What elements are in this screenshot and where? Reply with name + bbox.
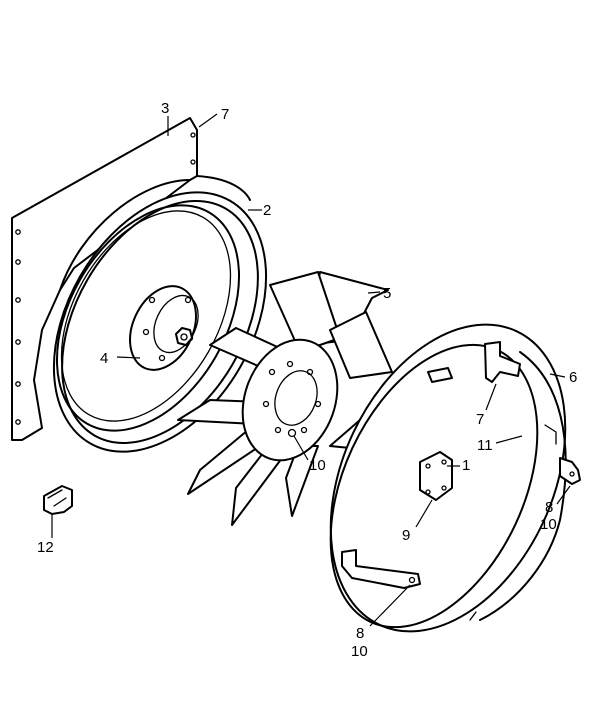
callout-7-shroud: 7 [221, 106, 229, 123]
fan-shroud [11, 117, 251, 441]
callout-2: 2 [263, 202, 271, 219]
fan-hub-pulley [129, 285, 199, 371]
callout-leaders [51, 113, 571, 627]
callout-12: 12 [37, 539, 54, 556]
callout-10-bottom: 10 [351, 643, 368, 660]
callout-9: 9 [402, 527, 410, 544]
retaining-clip [43, 485, 73, 515]
callout-8-right: 8 [545, 499, 553, 516]
callout-6: 6 [569, 369, 577, 386]
callout-11: 11 [477, 437, 493, 454]
callout-3: 3 [161, 100, 169, 117]
callout-10-right: 10 [540, 516, 557, 533]
callout-8-bottom: 8 [356, 625, 364, 642]
callout-10-fan: 10 [309, 457, 326, 474]
callout-1: 1 [462, 457, 470, 474]
callout-labels: 3 7 2 5 4 6 7 11 10 1 8 10 9 12 8 10 [37, 100, 577, 660]
callout-7-cowl: 7 [476, 411, 484, 428]
callout-4: 4 [100, 350, 108, 367]
shroud-mounting-holes [15, 132, 196, 425]
callout-5: 5 [383, 285, 391, 302]
cooling-fan [177, 271, 393, 526]
fan-cowl [329, 323, 581, 633]
